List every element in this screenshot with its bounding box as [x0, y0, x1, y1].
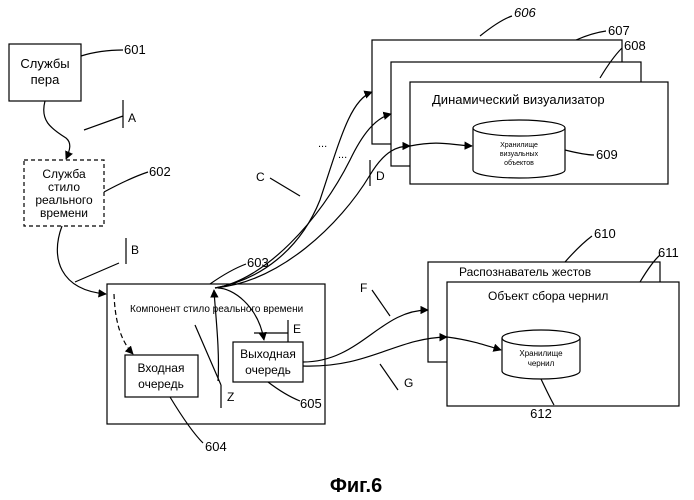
- arrow-to-input-queue: [114, 294, 133, 354]
- marker-c-tick: [270, 178, 300, 196]
- marker-e: E: [293, 322, 301, 336]
- gesture-recognizer-label: Распознаватель жестов: [459, 265, 591, 279]
- ref-603: 603: [247, 255, 269, 270]
- ellipsis-1: ...: [318, 138, 327, 150]
- rts-service-line-2: стило: [48, 180, 80, 194]
- rts-service-line-3: реального: [35, 193, 93, 207]
- visual-store-line-3: объектов: [504, 159, 534, 167]
- visual-store-cylinder: [473, 120, 565, 178]
- marker-a: A: [128, 111, 136, 125]
- arrow-601-to-602: [44, 101, 70, 159]
- arrow-output-to-gesture: [303, 310, 428, 362]
- pen-services-line-2: пера: [31, 72, 60, 87]
- rts-service-line-4: времени: [40, 206, 88, 220]
- leader-601: [81, 50, 123, 56]
- input-queue-line-2: очередь: [138, 377, 184, 391]
- ellipsis-2: ...: [338, 149, 347, 161]
- marker-f: F: [360, 281, 367, 295]
- ink-collector-label: Объект сбора чернил: [488, 289, 608, 303]
- output-queue-line-1: Выходная: [240, 347, 296, 361]
- leader-602: [104, 172, 148, 192]
- ref-609: 609: [596, 147, 618, 162]
- ref-608: 608: [624, 38, 646, 53]
- leader-604: [170, 397, 203, 443]
- visual-store-line-2: визуальных: [500, 151, 539, 158]
- dynamic-renderer-label: Динамический визуализатор: [432, 92, 605, 107]
- ref-605: 605: [300, 396, 322, 411]
- input-queue-line-1: Входная: [138, 361, 185, 375]
- leader-606: [480, 16, 512, 36]
- output-queue-line-2: очередь: [245, 363, 291, 377]
- arrow-to-renderer-back: [215, 92, 372, 288]
- ref-604: 604: [205, 439, 227, 454]
- marker-d: D: [376, 169, 385, 183]
- arrow-602-to-603: [57, 226, 106, 294]
- arrow-to-renderer-mid: [215, 114, 391, 288]
- marker-f-tick: [372, 290, 390, 316]
- ref-606: 606: [514, 5, 536, 20]
- marker-g: G: [404, 376, 413, 390]
- figure-caption: Фиг.6: [330, 475, 382, 497]
- ref-612: 612: [530, 406, 552, 421]
- ref-601: 601: [124, 42, 146, 57]
- marker-c: C: [256, 170, 265, 184]
- ink-store-line-1: Хранилище: [519, 349, 563, 358]
- rts-component-label: Компонент стило реального времени: [130, 304, 303, 315]
- marker-g-tick: [380, 364, 398, 390]
- ref-607: 607: [608, 23, 630, 38]
- leader-605: [268, 382, 300, 401]
- ref-610: 610: [594, 226, 616, 241]
- marker-b: B: [131, 243, 139, 257]
- leader-610: [565, 236, 592, 262]
- ink-store-line-2: чернил: [528, 359, 555, 368]
- ref-602: 602: [149, 164, 171, 179]
- leader-607: [576, 31, 606, 40]
- marker-b-tick: [75, 238, 126, 282]
- rts-service-line-1: Служба: [42, 167, 86, 181]
- visual-store-line-1: Хранилище: [500, 142, 538, 149]
- marker-a-tick: [84, 100, 123, 130]
- pen-services-line-1: Службы: [20, 56, 69, 71]
- ref-611: 611: [658, 245, 679, 260]
- marker-z: Z: [227, 390, 234, 404]
